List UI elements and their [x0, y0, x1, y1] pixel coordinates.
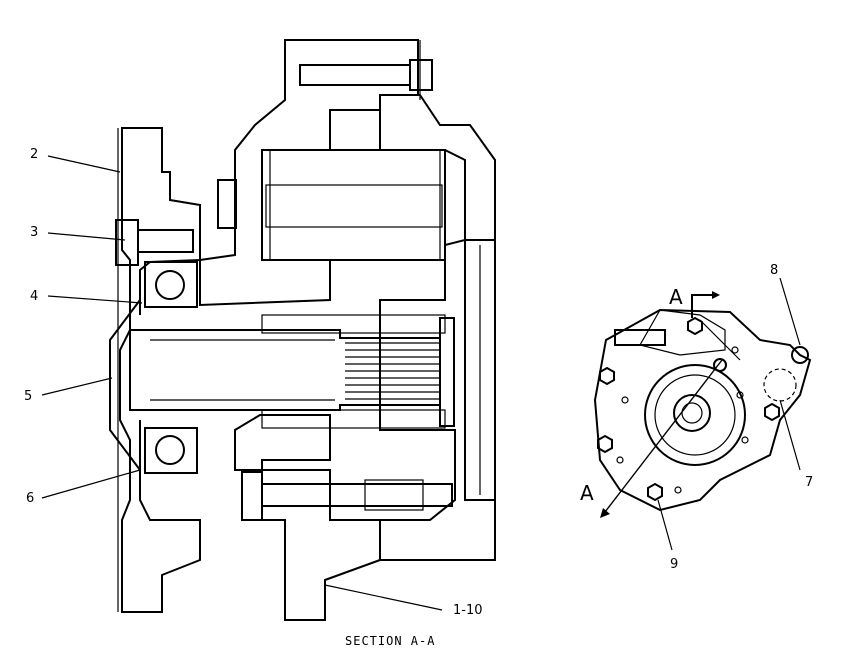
- lower-bolt: [241, 471, 453, 521]
- callout-1-10: 1-10: [453, 603, 483, 618]
- callout-2: 2: [30, 147, 38, 162]
- port-7: [763, 368, 797, 402]
- callout-3: 3: [30, 225, 38, 240]
- upper-gear: [261, 149, 446, 261]
- plug: [217, 179, 237, 229]
- shaft-splines: [345, 342, 440, 400]
- callout-5: 5: [24, 389, 32, 404]
- lower-gear: [261, 314, 446, 429]
- top-bolt: [299, 40, 433, 100]
- section-view: [109, 39, 496, 621]
- left-flange: [109, 127, 201, 613]
- callout-9: 9: [670, 557, 678, 572]
- section-mark-bottom: A: [580, 481, 594, 505]
- section-caption: SECTION A-A: [345, 634, 435, 648]
- callout-7: 7: [805, 475, 813, 490]
- lower-bearing: [139, 420, 198, 474]
- left-bolt: [115, 219, 194, 266]
- callout-8: 8: [770, 263, 778, 278]
- upper-bearing: [139, 261, 198, 315]
- leaders: [41, 155, 801, 611]
- section-mark-top: A: [669, 285, 683, 309]
- callout-4: 4: [30, 289, 38, 304]
- end-view: [593, 291, 812, 518]
- port-8: [791, 346, 809, 364]
- callout-6: 6: [26, 491, 34, 506]
